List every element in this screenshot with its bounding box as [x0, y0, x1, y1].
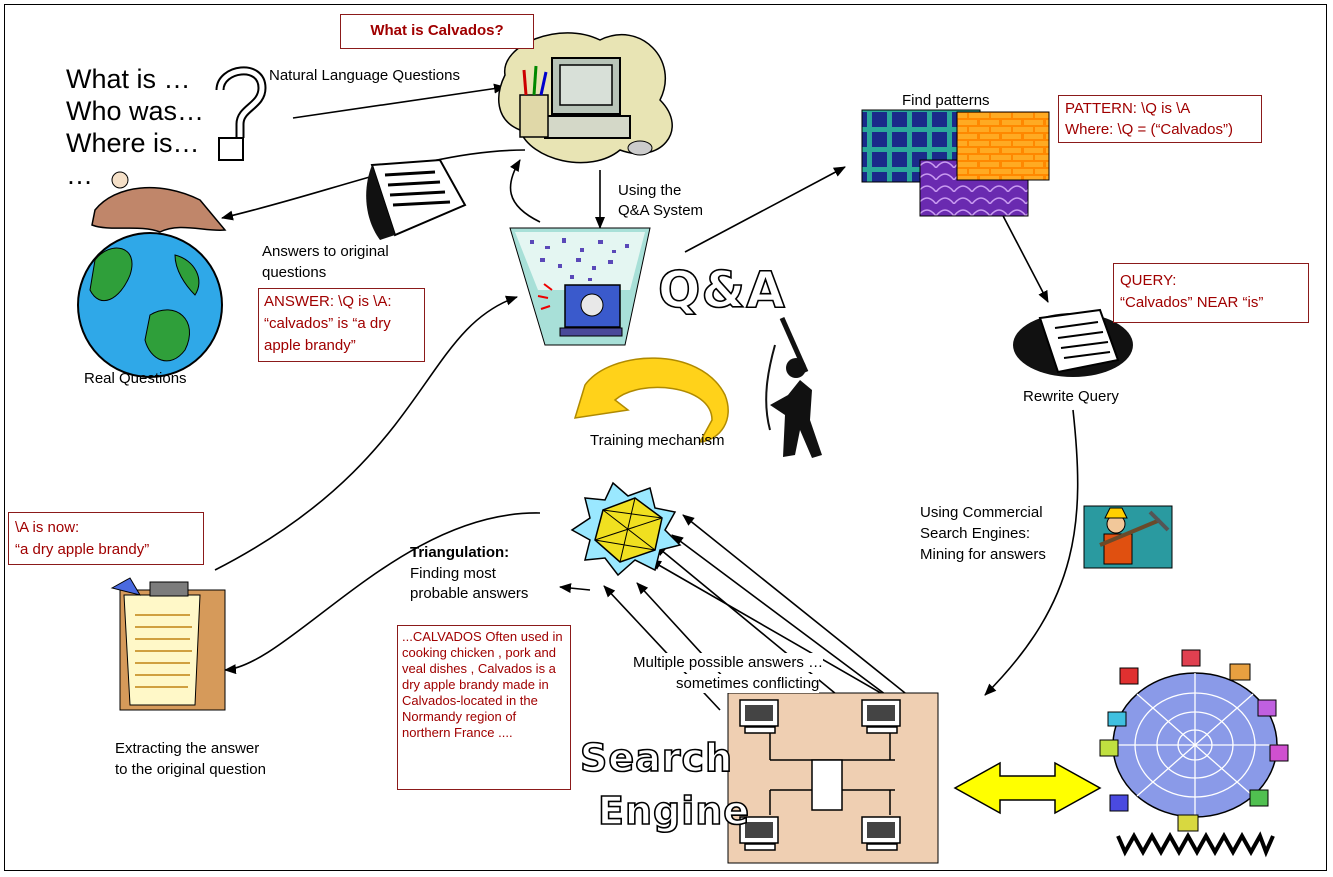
arrow-answer-6 — [682, 514, 931, 714]
commercial-search-label-3: Mining for answers — [920, 546, 1046, 563]
triangulation-body-1: Finding most — [410, 565, 496, 582]
training-label: Training mechanism — [590, 432, 725, 449]
arrow-search-to-extract — [224, 512, 541, 675]
question-word-3: Where is… — [66, 128, 200, 158]
rewrite-query-icon — [1013, 308, 1133, 377]
diagram-frame — [4, 4, 1327, 871]
miner-icon — [1083, 505, 1173, 569]
answer-line-3: apple brandy” — [264, 337, 356, 354]
question-mark-icon — [215, 66, 267, 161]
network-diagram-icon — [727, 692, 939, 864]
globe-icon — [77, 171, 227, 378]
answer-box: ANSWER: \Q is \A: “calvados” is “a dry a… — [258, 288, 425, 362]
computer-icon — [498, 32, 673, 164]
real-questions-label: Real Questions — [84, 370, 187, 387]
triangulation-gem-icon — [570, 481, 682, 577]
web-icon — [1099, 649, 1289, 832]
arrow-questions-to-computer — [292, 83, 506, 119]
answer-line-1: ANSWER: \Q is \A: — [264, 293, 392, 310]
multiple-answers-label-1: Multiple possible answers … — [633, 653, 824, 672]
answers-label-1: Answers to original — [262, 243, 389, 260]
question-word-1: What is … — [66, 64, 191, 94]
answers-label-2: questions — [262, 264, 327, 281]
qa-system-icon — [509, 227, 651, 346]
commercial-search-label-2: Search Engines: — [920, 525, 1031, 542]
qa-logo-text: Q&A — [657, 261, 786, 319]
a-is-now-line-2: “a dry apple brandy” — [15, 541, 150, 558]
extracting-label-1: Extracting the answer — [115, 740, 260, 757]
pattern-tiles-icon — [861, 109, 1050, 217]
question-word-2: Who was… — [66, 96, 205, 126]
triangulation-body-2: probable answers — [410, 585, 529, 602]
query-line-2: “Calvados” NEAR “is” — [1120, 294, 1264, 311]
commercial-search-label-1: Using Commercial — [920, 504, 1043, 521]
arrow-a-now-to-qa — [214, 295, 518, 571]
a-is-now-line-1: \A is now: — [15, 519, 80, 536]
using-qa-label-2: Q&A System — [618, 202, 704, 219]
arrow-answer-5 — [671, 534, 914, 716]
search-engine-text-2: Engine — [597, 789, 751, 833]
snippet-box: ...CALVADOS Often used in cooking chicke… — [397, 625, 571, 790]
triangulation-title: Triangulation: — [410, 544, 510, 561]
arrow-qa-to-patterns — [684, 166, 846, 253]
www-logo — [1116, 831, 1275, 858]
clipboard-icon — [110, 577, 226, 711]
header-question-box: What is Calvados? — [340, 14, 534, 49]
a-is-now-box: \A is now: “a dry apple brandy” — [8, 512, 204, 565]
arrow-patterns-to-rewrite — [999, 209, 1049, 303]
extracting-label-2: to the original question — [115, 761, 266, 778]
arrow-answer-1 — [559, 583, 591, 594]
pattern-box: PATTERN: \Q is \A Where: \Q = (“Calvados… — [1058, 95, 1262, 143]
document-icon — [366, 158, 467, 240]
arrow-answer-7 — [654, 544, 854, 709]
multiple-answers-label-2: sometimes conflicting — [676, 674, 820, 693]
answer-line-2: “calvados” is “a dry — [264, 315, 391, 332]
query-line-1: QUERY: — [1120, 272, 1177, 289]
using-qa-label-1: Using the — [618, 182, 682, 199]
training-arrow-icon — [573, 357, 729, 443]
double-arrow-icon — [953, 761, 1102, 815]
arrow-rewrite-to-search — [984, 409, 1079, 696]
arrow-answer-4 — [649, 559, 894, 701]
teacher-icon — [765, 316, 822, 458]
find-patterns-label: Find patterns — [902, 92, 990, 109]
arrow-qa-loop-back — [509, 159, 541, 223]
question-word-4: … — [66, 160, 93, 190]
natural-language-label: Natural Language Questions — [269, 67, 460, 84]
pattern-line-1: PATTERN: \Q is \A — [1065, 100, 1191, 117]
query-box: QUERY: “Calvados” NEAR “is” — [1113, 263, 1309, 323]
rewrite-query-label: Rewrite Query — [1023, 388, 1119, 405]
search-engine-text-1: Search — [579, 736, 734, 780]
pattern-line-2: Where: \Q = (“Calvados”) — [1065, 121, 1233, 138]
